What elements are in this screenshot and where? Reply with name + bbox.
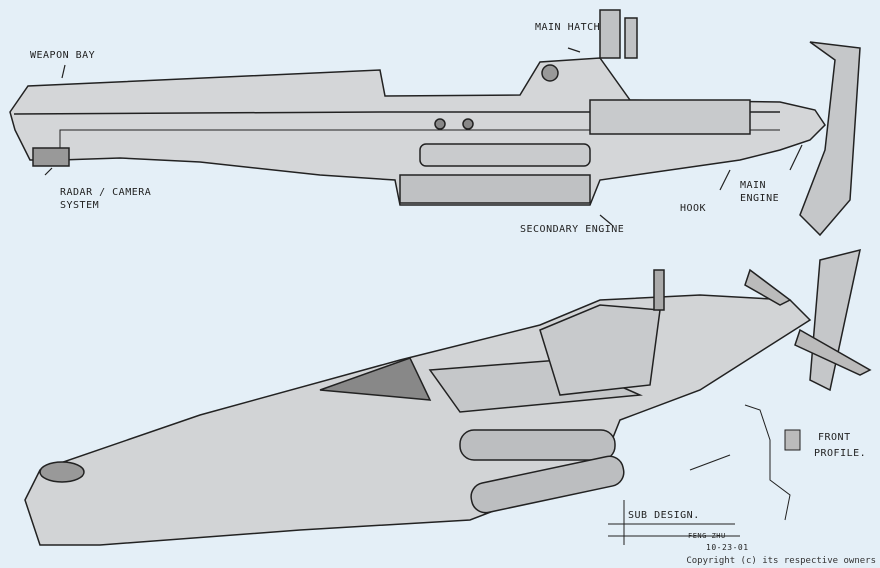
sub-design-frame bbox=[608, 500, 740, 545]
front-profile-sketch bbox=[744, 404, 801, 521]
label-system: System bbox=[60, 200, 100, 211]
side-view-submarine bbox=[9, 9, 861, 237]
copyright-notice: Copyright (c) its respective owners bbox=[686, 556, 876, 566]
label-hook: Hook bbox=[680, 203, 707, 214]
label-main: Main bbox=[740, 180, 767, 191]
label-date: 10-23-01 bbox=[706, 543, 749, 552]
callout-arrows bbox=[44, 47, 803, 471]
label-main-hatch: Main Hatch bbox=[535, 22, 601, 33]
label-engine: Engine bbox=[740, 193, 780, 204]
label-secondary-engine: Secondary Engine bbox=[520, 224, 625, 235]
label-sub-design: Sub Design. bbox=[628, 510, 700, 521]
perspective-view-submarine bbox=[24, 248, 872, 546]
label-radar-camera: Radar / Camera bbox=[60, 187, 152, 198]
artist-signature: Feng Zhu bbox=[688, 532, 726, 540]
label-front: Front bbox=[818, 432, 851, 443]
label-profile: Profile. bbox=[814, 448, 867, 459]
label-weapon-bay: Weapon Bay bbox=[30, 50, 96, 61]
